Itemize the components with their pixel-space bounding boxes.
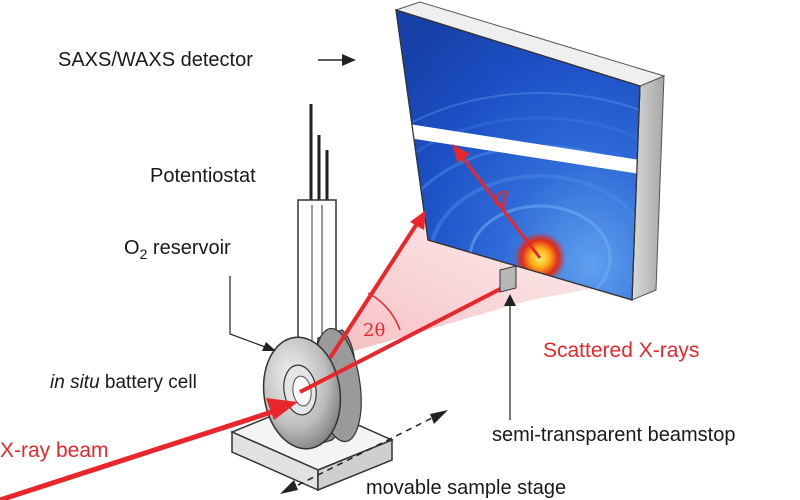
- o2-suffix: reservoir: [147, 237, 231, 259]
- o2-reservoir-tube: [297, 199, 337, 349]
- in-situ-text: in situ: [50, 372, 100, 393]
- detector-pointer-arrow: [318, 54, 356, 66]
- potentiostat-label: Potentiostat: [150, 165, 256, 187]
- scattered-xrays-label: Scattered X-rays: [543, 339, 700, 362]
- battery-cell: [262, 327, 362, 450]
- detector-label: SAXS/WAXS detector: [58, 49, 253, 71]
- battery-cell-text: battery cell: [99, 372, 197, 393]
- stage-movement-arrow: [280, 410, 448, 494]
- q-vector-arrow: [452, 144, 542, 259]
- sample-stage-label: movable sample stage: [366, 477, 567, 499]
- o2-reservoir-label: O2 reservoir: [124, 238, 231, 261]
- xray-beam-label: X-ray beam: [0, 439, 109, 462]
- q-label: q: [492, 182, 509, 212]
- scattered-ray: [328, 210, 426, 360]
- beamstop: [499, 265, 517, 293]
- potentiostat-wires: [309, 104, 329, 214]
- two-theta-arc: [367, 292, 401, 331]
- incident-xray-beam: [0, 398, 298, 500]
- o2-prefix: O: [124, 237, 140, 259]
- beamstop-label: semi-transparent beamstop: [492, 424, 736, 446]
- scatter-cone: [330, 205, 640, 358]
- beamstop-leader: [504, 294, 516, 420]
- battery-cell-label: in situ battery cell: [50, 373, 197, 392]
- o2-reservoir-leader: [229, 276, 276, 351]
- two-theta-label: 2θ: [363, 320, 386, 341]
- o2-subscript: 2: [139, 246, 148, 262]
- transmitted-beam: [299, 281, 513, 394]
